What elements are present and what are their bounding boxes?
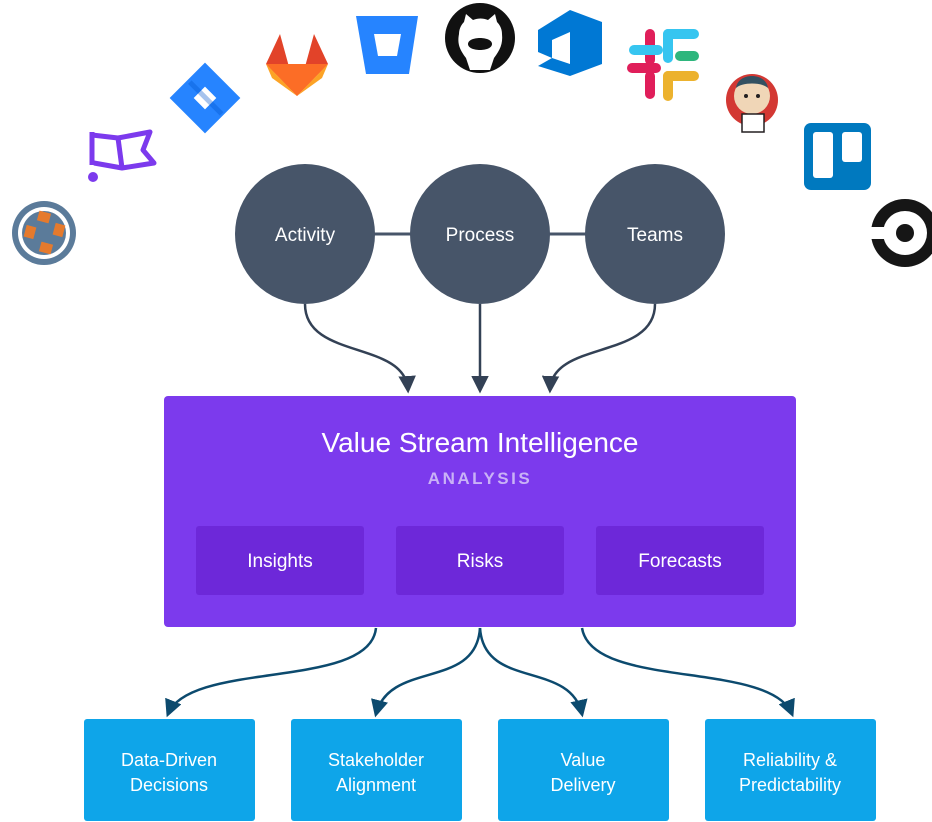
- hub-subtitle: ANALYSIS: [428, 469, 532, 488]
- outcome-label-line2: Alignment: [336, 775, 416, 795]
- arrow-hub-to-alignment: [371, 627, 482, 718]
- slack-icon: [627, 29, 699, 101]
- outcome-reliability-predictability: Reliability & Predictability: [705, 719, 876, 821]
- hub-item-label: Insights: [247, 551, 312, 572]
- arrow-hub-to-delivery: [478, 627, 588, 718]
- gitlab-icon: [266, 34, 328, 96]
- azure-devops-icon: [538, 10, 602, 76]
- source-node-process: Process: [410, 164, 550, 304]
- pivotal-tracker-icon: [12, 201, 76, 265]
- github-icon: [445, 3, 515, 73]
- arrow-activity-to-hub: [303, 303, 416, 394]
- hub-item-label: Forecasts: [638, 551, 721, 572]
- jira-icon: [169, 62, 241, 134]
- outcome-label-line1: Data-Driven: [121, 750, 217, 770]
- outcome-label-line1: Value: [561, 750, 606, 770]
- outcome-stakeholder-alignment: Stakeholder Alignment: [291, 719, 462, 821]
- source-label: Teams: [627, 225, 683, 246]
- source-node-teams: Teams: [585, 164, 725, 304]
- flag-icon: [89, 129, 157, 171]
- outcome-data-driven-decisions: Data-Driven Decisions: [84, 719, 255, 821]
- hub-box: Value Stream Intelligence ANALYSIS Insig…: [164, 396, 796, 627]
- hub-item-risks: Risks: [396, 526, 564, 595]
- outcome-label-line1: Stakeholder: [328, 750, 424, 770]
- bitbucket-icon: [356, 16, 418, 74]
- jenkins-icon: [726, 74, 778, 133]
- hub-item-forecasts: Forecasts: [596, 526, 764, 595]
- source-label: Activity: [275, 225, 336, 246]
- outcome-label-line2: Decisions: [130, 775, 208, 795]
- outcome-label-line2: Predictability: [739, 775, 841, 795]
- outcome-label-line1: Reliability &: [743, 750, 837, 770]
- outcome-value-delivery: Value Delivery: [498, 719, 669, 821]
- arrow-teams-to-hub: [541, 303, 657, 394]
- arrow-hub-to-reliability: [580, 627, 795, 718]
- source-label: Process: [446, 225, 515, 246]
- hub-item-label: Risks: [457, 551, 503, 572]
- circleci-icon: [870, 199, 932, 267]
- hub-item-insights: Insights: [196, 526, 364, 595]
- outcome-label-line2: Delivery: [550, 775, 615, 795]
- hub-title: Value Stream Intelligence: [322, 427, 639, 458]
- arrow-hub-to-decisions: [165, 627, 378, 718]
- source-node-activity: Activity: [235, 164, 375, 304]
- trello-icon: [804, 123, 871, 190]
- flag-dot-icon: [88, 172, 98, 182]
